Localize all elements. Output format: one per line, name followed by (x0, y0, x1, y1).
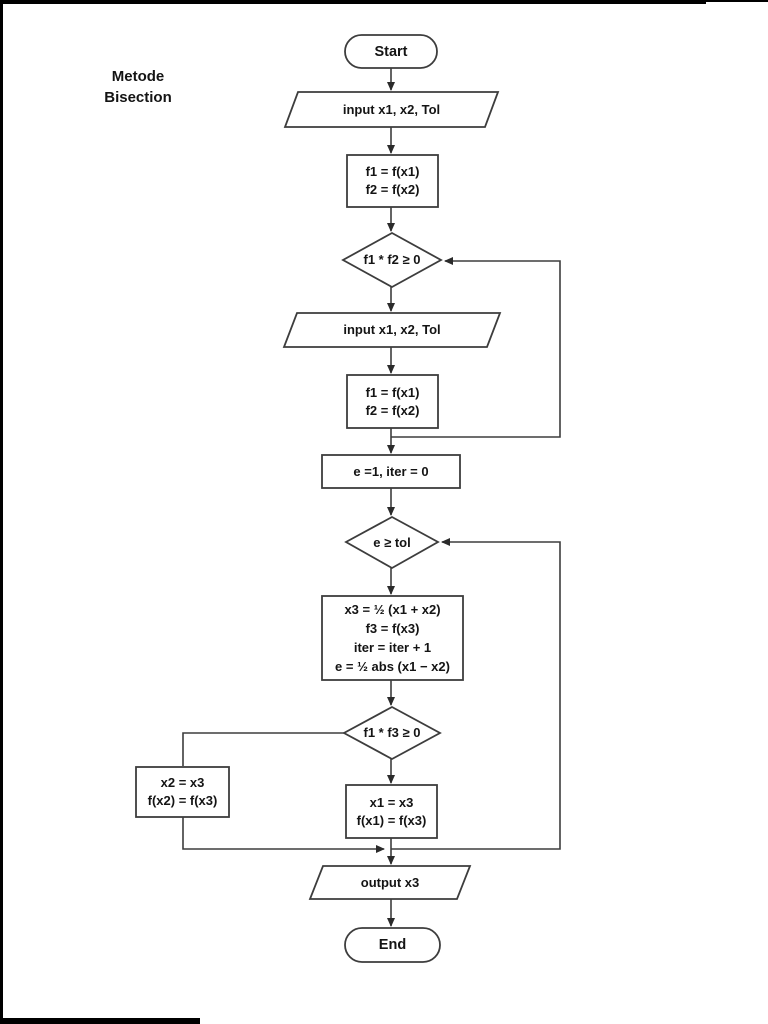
scan-edge-top (0, 0, 706, 4)
connector-decision3-to-update-x2 (182, 732, 345, 766)
output-io-shape (308, 865, 472, 900)
diagram-title-line1: Metode (111, 68, 165, 85)
scan-edge-bottom-left (0, 1018, 200, 1024)
iterate-process-shape (321, 595, 464, 681)
end-terminator-shape (344, 927, 441, 963)
connector-update-x2-merge (182, 817, 385, 853)
decision1-diamond-shape (341, 231, 443, 289)
input2-io-shape (282, 312, 502, 348)
diagram-title-line2: Bisection (104, 89, 172, 106)
start-terminator-shape (344, 34, 438, 69)
decision3-diamond-shape (342, 705, 442, 761)
update-x2-process-shape (135, 766, 230, 818)
connector-loopback-to-decision1 (391, 257, 561, 438)
decision2-diamond-shape (344, 515, 440, 570)
calc1-process-shape (346, 154, 439, 208)
scan-edge-left (0, 0, 3, 1024)
calc2-process-shape (346, 374, 439, 429)
update-x1-process-shape (345, 784, 438, 839)
input1-io-shape (283, 91, 500, 128)
init-process-shape (321, 454, 461, 489)
connector-loopback-to-decision2 (391, 538, 561, 850)
diagram-title: Metode Bisection (86, 66, 190, 108)
